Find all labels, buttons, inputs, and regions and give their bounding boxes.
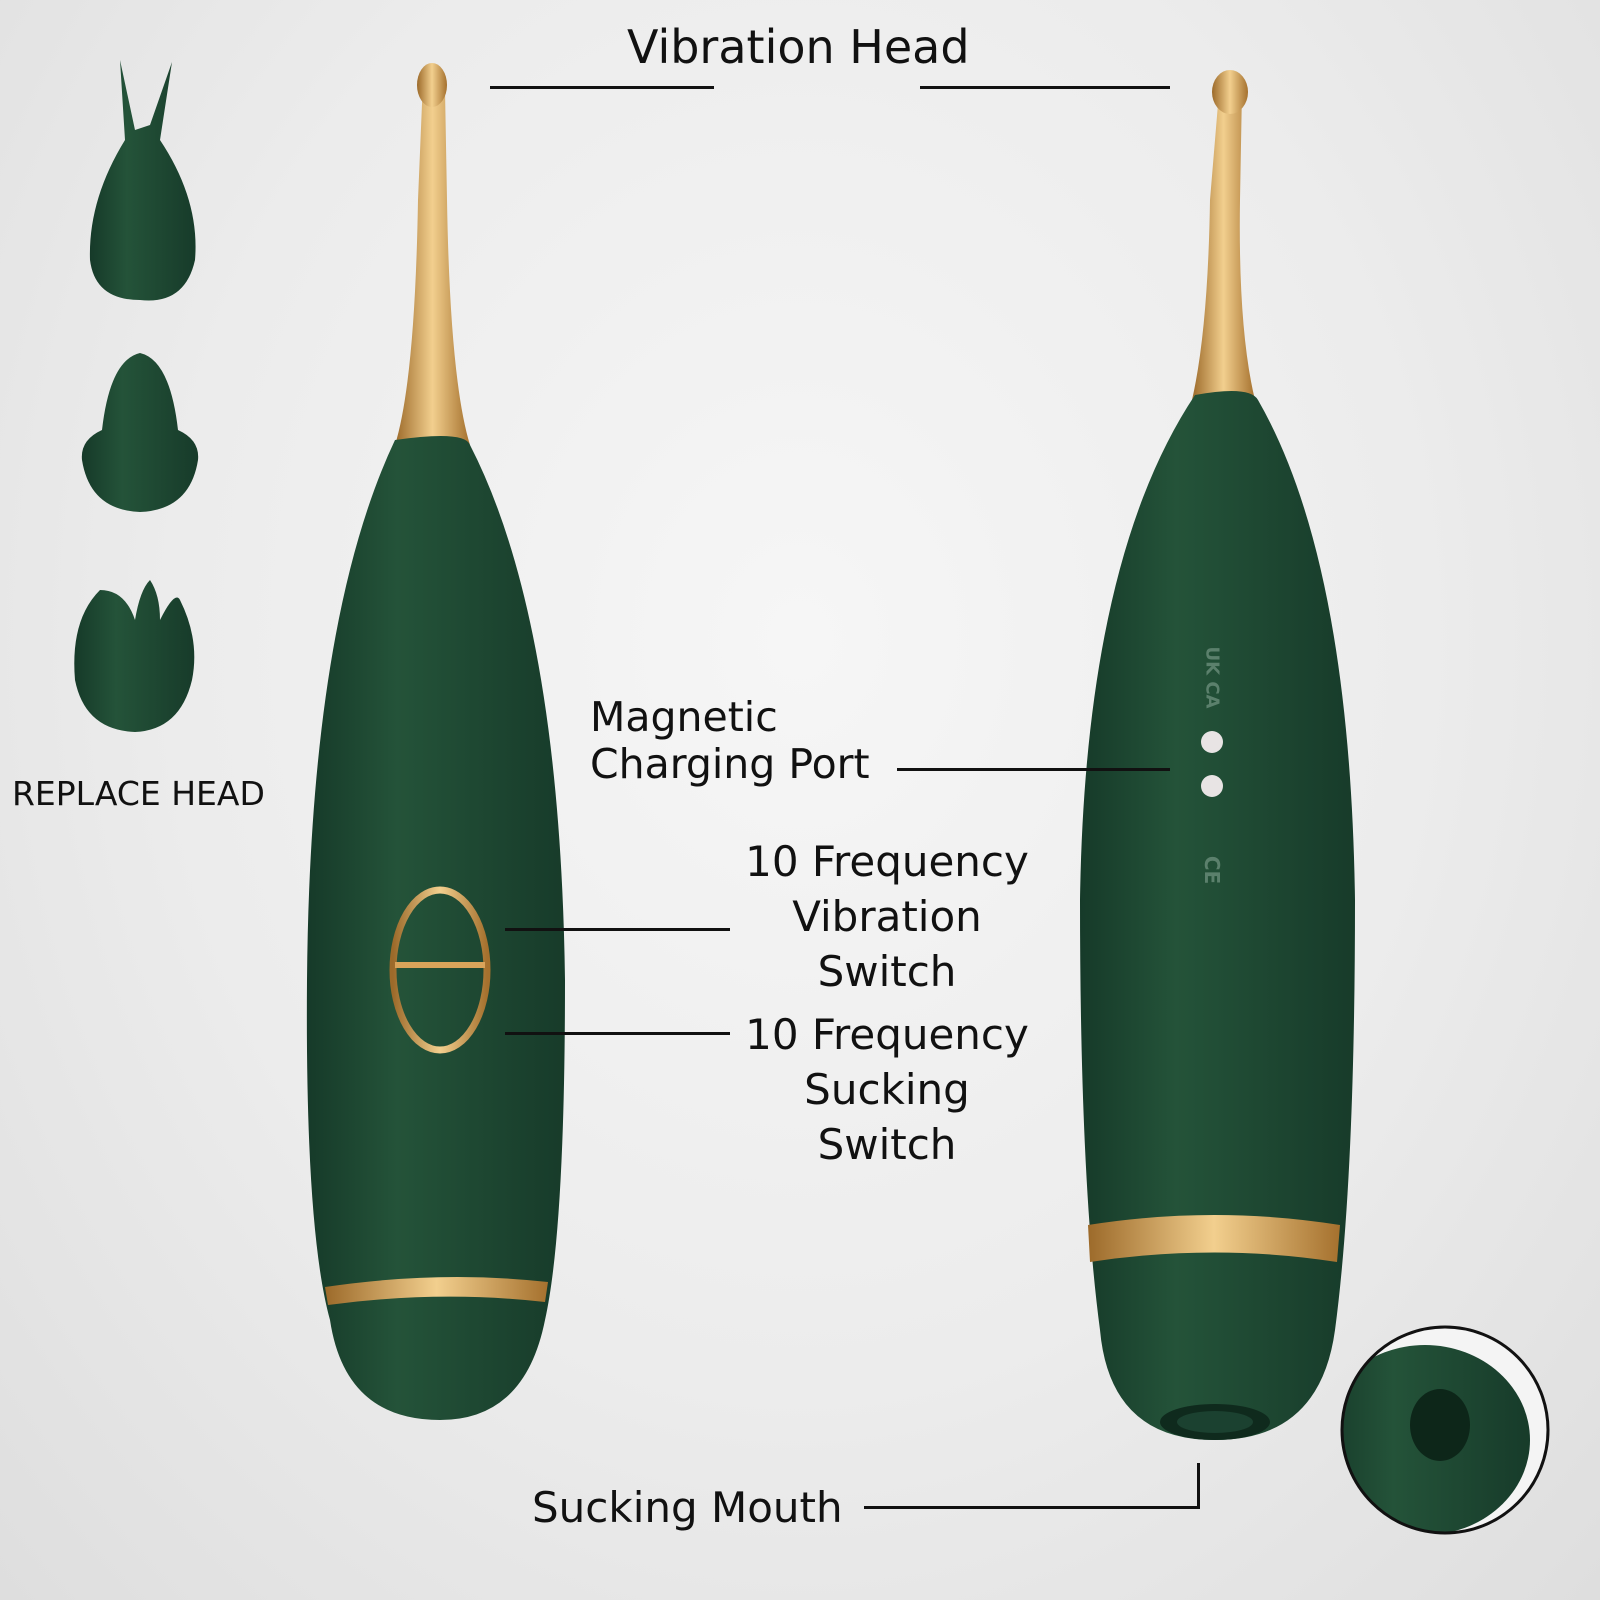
label-line: 10 Frequency	[745, 1010, 1029, 1059]
sucking-mouth-leader-vertical	[1197, 1463, 1200, 1509]
label-line: Sucking	[804, 1065, 970, 1114]
sucking-mouth-label: Sucking Mouth	[532, 1483, 843, 1532]
vibration-head-label: Vibration Head	[627, 20, 970, 74]
label-line: 10 Frequency	[745, 837, 1029, 886]
replace-head-bunny	[89, 60, 196, 301]
label-line: Switch	[817, 1120, 957, 1169]
charging-contact	[1201, 731, 1223, 753]
sucking-switch-leader	[505, 1032, 730, 1035]
label-line: Charging Port	[590, 740, 870, 788]
device-back	[1080, 70, 1355, 1440]
sucking-switch-label: 10 Frequency Sucking Switch	[742, 1007, 1032, 1172]
replace-head-petal	[74, 580, 195, 732]
replace-head-label: REPLACE HEAD	[12, 774, 265, 813]
label-line: Vibration	[792, 892, 982, 941]
control-button-ring	[389, 886, 491, 1054]
vibration-switch-label: 10 Frequency Vibration Switch	[742, 834, 1032, 999]
device-front	[306, 63, 565, 1420]
label-line: Magnetic	[590, 693, 778, 741]
replace-head-tongue	[81, 353, 199, 512]
vibration-head-leader-right	[920, 86, 1170, 89]
label-line: Switch	[817, 947, 957, 996]
sucking-mouth-closeup	[1340, 1325, 1550, 1535]
vibration-head-leader-left	[490, 86, 714, 89]
magnetic-charging-port-label: Magnetic Charging Port	[590, 694, 870, 788]
charging-contact	[1201, 775, 1223, 797]
charging-port-leader	[897, 768, 1170, 771]
sucking-mouth-leader	[864, 1506, 1200, 1509]
ce-mark: CE	[1200, 855, 1224, 885]
ukca-mark: UK CA	[1201, 646, 1223, 709]
vibration-switch-leader	[505, 928, 730, 931]
